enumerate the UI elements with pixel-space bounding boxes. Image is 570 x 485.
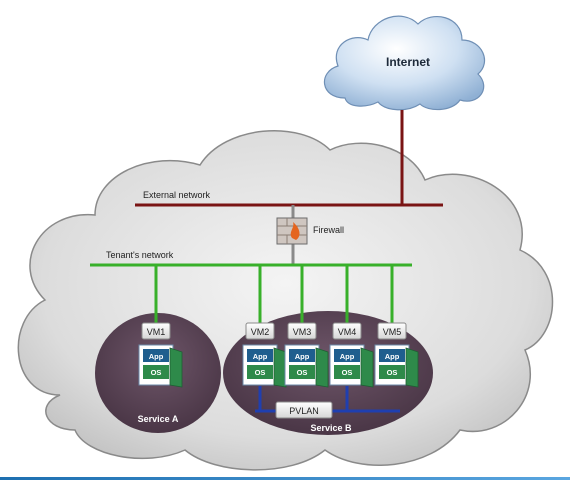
vm-node: VM4 App OS [329, 322, 374, 388]
vm-label-box [377, 322, 407, 340]
footer-accent-bar [0, 477, 570, 480]
internet-cloud: Internet [323, 15, 485, 111]
vm-node: VM3 App OS [284, 322, 329, 388]
vm-label-box [332, 322, 362, 340]
vm-icon: App OS [284, 344, 329, 388]
vm-os-text: OS [297, 368, 308, 377]
vm-label-box [245, 322, 275, 340]
pvlan-box [275, 401, 333, 419]
vm-os-text: OS [342, 368, 353, 377]
vm-label: VM4 [338, 327, 357, 337]
vm-app-text: App [295, 352, 310, 361]
firewall-label: Firewall [313, 225, 344, 235]
vm-node: VM1 App OS [138, 322, 183, 388]
vm-node: VM5 App OS [374, 322, 419, 388]
vm-os-text: OS [387, 368, 398, 377]
pvlan-label: PVLAN [289, 406, 319, 416]
vm-node: VM2 App OS [242, 322, 287, 388]
vm-app-text: App [253, 352, 268, 361]
vm-app-text: App [340, 352, 355, 361]
vm-app-text: App [385, 352, 400, 361]
vm-label: VM1 [147, 327, 166, 337]
vm-label-box [287, 322, 317, 340]
vm-icon: App OS [138, 344, 183, 388]
vm-label: VM5 [383, 327, 402, 337]
vm-label: VM3 [293, 327, 312, 337]
service-a-label: Service A [138, 414, 179, 424]
vm-os-text: OS [255, 368, 266, 377]
internet-label: Internet [386, 55, 430, 69]
firewall-icon [276, 217, 308, 245]
vm-label-box [141, 322, 171, 340]
vm-app-text: App [149, 352, 164, 361]
tenant-network-label: Tenant's network [106, 250, 174, 260]
external-network-label: External network [143, 190, 211, 200]
vm-icon: App OS [329, 344, 374, 388]
service-b-label: Service B [310, 423, 352, 433]
vm-icon: App OS [374, 344, 419, 388]
vm-icon: App OS [242, 344, 287, 388]
vm-os-text: OS [151, 368, 162, 377]
vm-label: VM2 [251, 327, 270, 337]
